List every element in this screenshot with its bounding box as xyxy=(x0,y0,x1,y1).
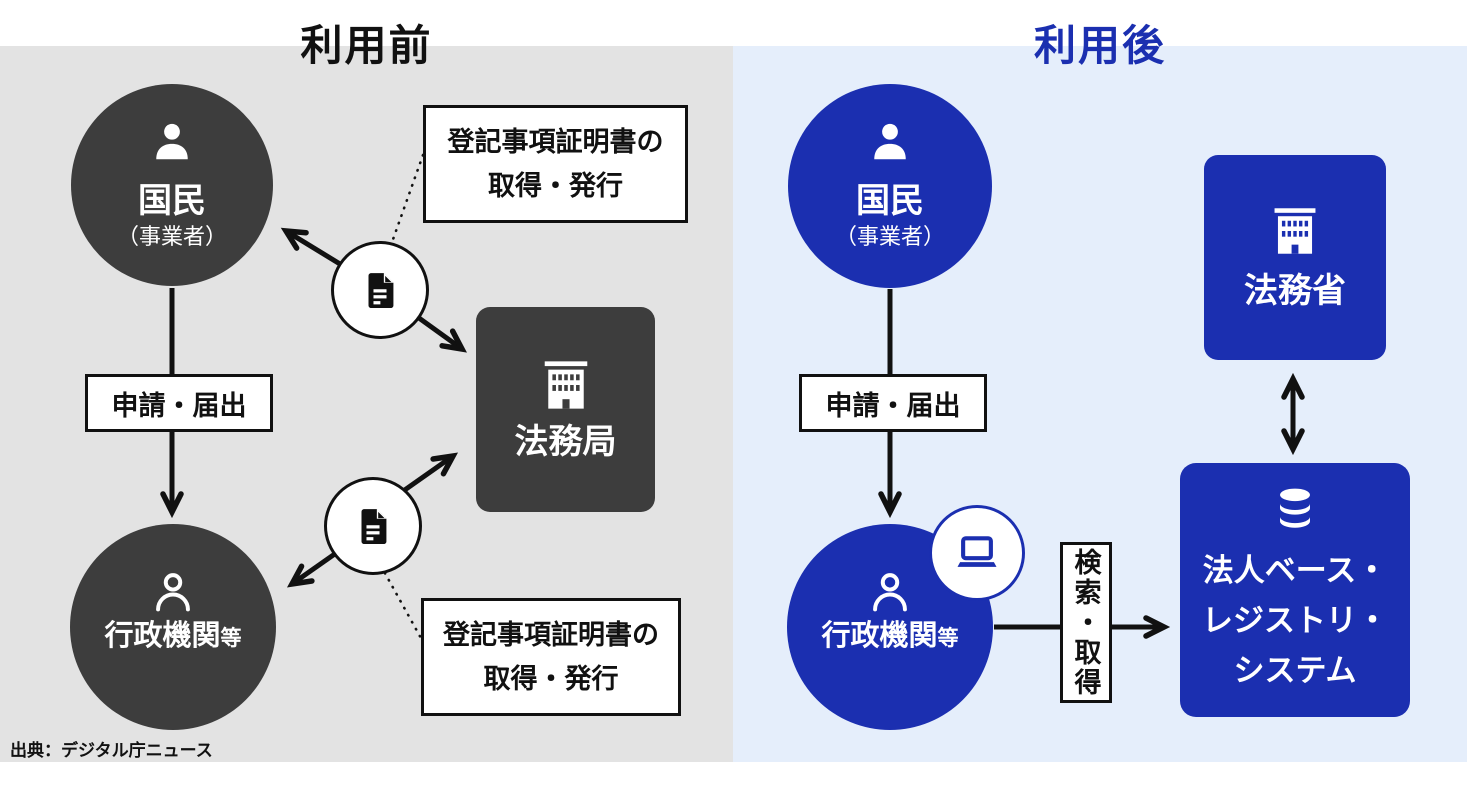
agency-label-suffix: 等 xyxy=(220,627,242,650)
citizen-sublabel: （事業者） xyxy=(834,224,945,249)
building-icon xyxy=(1274,207,1316,254)
arrow-doc-to-agency xyxy=(286,548,341,588)
agency-label-main: 行政機関 xyxy=(104,620,221,652)
citizen-node-before: 国民 （事業者） xyxy=(71,84,273,286)
person-outline-icon xyxy=(873,573,907,612)
citizen-label: 国民 xyxy=(138,182,206,220)
citizen-node-after: 国民 （事業者） xyxy=(788,84,992,288)
registry-label-line1: 法人ベース・ xyxy=(1202,553,1388,588)
building-icon xyxy=(544,360,587,409)
registry-label-line2: レジストリ・ xyxy=(1202,603,1388,638)
document-node-top xyxy=(331,241,429,339)
dotted-link-note-bottom xyxy=(379,564,424,642)
person-outline-icon xyxy=(156,573,190,612)
registry-label-line3: システム xyxy=(1233,653,1357,688)
search-acquire-label: 検索・取得 xyxy=(1060,542,1112,703)
arrow-doc-to-citizen xyxy=(280,227,342,267)
application-label-before: 申請・届出 xyxy=(85,374,273,432)
laptop-icon xyxy=(957,536,997,567)
agency-label: 行政機関等 xyxy=(104,622,241,652)
ministry-label: 法務省 xyxy=(1244,271,1346,310)
laptop-badge xyxy=(929,505,1025,601)
certificate-note-top-line2: 取得・発行 xyxy=(488,171,623,201)
agency-label: 行政機関等 xyxy=(821,622,958,652)
application-label-after: 申請・届出 xyxy=(799,374,987,432)
dotted-link-note-top xyxy=(389,153,425,247)
before-title: 利用前 xyxy=(300,22,433,69)
certificate-note-top: 登記事項証明書の 取得・発行 xyxy=(423,105,688,223)
certificate-note-bottom-line2: 取得・発行 xyxy=(483,664,619,694)
registry-label: 法人ベース・ レジストリ・ システム xyxy=(1202,546,1388,696)
agency-label-suffix: 等 xyxy=(937,627,959,650)
arrow-doc-to-bureau-bottom xyxy=(397,452,459,497)
agency-label-main: 行政機関 xyxy=(821,620,938,652)
certificate-note-bottom: 登記事項証明書の 取得・発行 xyxy=(421,598,681,716)
citizen-sublabel: （事業者） xyxy=(116,224,227,249)
agency-node-before: 行政機関等 xyxy=(70,524,276,730)
person-filled-icon xyxy=(874,123,906,160)
after-title: 利用後 xyxy=(1033,22,1166,69)
document-icon xyxy=(361,508,387,545)
certificate-note-bottom-line1: 登記事項証明書の xyxy=(443,620,659,650)
registry-node: 法人ベース・ レジストリ・ システム xyxy=(1180,463,1410,717)
arrow-doc-to-bureau-top xyxy=(410,310,467,353)
ministry-node: 法務省 xyxy=(1204,155,1386,360)
bureau-node: 法務局 xyxy=(476,307,655,512)
database-icon xyxy=(1280,488,1310,528)
document-icon xyxy=(368,272,394,309)
document-node-bottom xyxy=(324,477,422,575)
citizen-label: 国民 xyxy=(856,182,924,220)
person-filled-icon xyxy=(156,123,188,160)
bureau-label: 法務局 xyxy=(514,422,617,461)
certificate-note-top-line1: 登記事項証明書の xyxy=(447,127,664,157)
source-note: 出典：デジタル庁ニュース xyxy=(10,741,213,760)
